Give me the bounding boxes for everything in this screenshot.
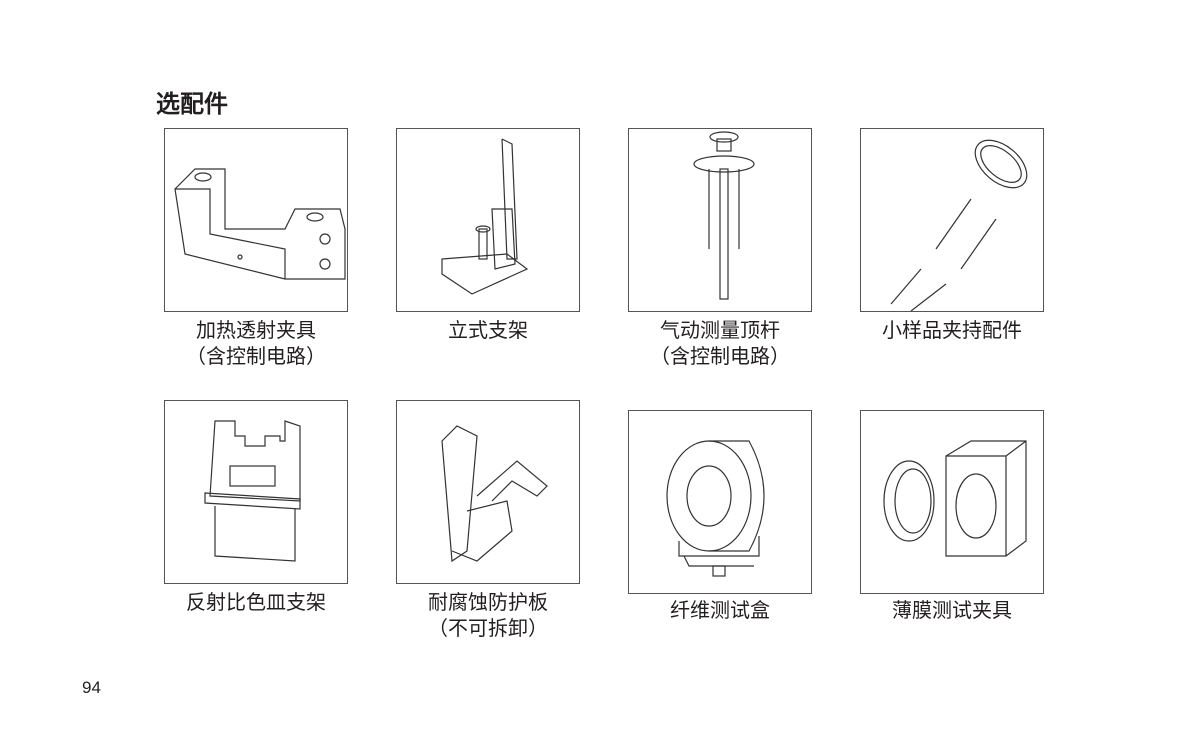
section-title: 选配件 (156, 91, 228, 118)
vertical-stand-image (396, 128, 580, 312)
item-caption: 纤维测试盒 (670, 600, 770, 622)
item-caption: 立式支架 (448, 320, 528, 342)
corrosion-protection-plate-image (396, 400, 580, 584)
film-test-fixture-image (860, 410, 1044, 594)
pneumatic-ejector-rod-image (628, 128, 812, 312)
item-caption: 耐腐蚀防护板（不可拆卸） (428, 592, 548, 640)
item-caption: 气动测量顶杆（含控制电路） (650, 320, 790, 368)
reflection-cuvette-holder-image (164, 400, 348, 584)
item-caption: 加热透射夹具（含控制电路） (186, 320, 326, 368)
item-caption: 反射比色皿支架 (186, 592, 326, 614)
heating-transmission-fixture-image (164, 128, 348, 312)
page-number: 94 (82, 678, 101, 697)
item-caption: 小样品夹持配件 (882, 320, 1022, 342)
small-sample-holder-image (860, 128, 1044, 312)
item-caption: 薄膜测试夹具 (892, 600, 1012, 622)
fiber-test-box-image (628, 410, 812, 594)
